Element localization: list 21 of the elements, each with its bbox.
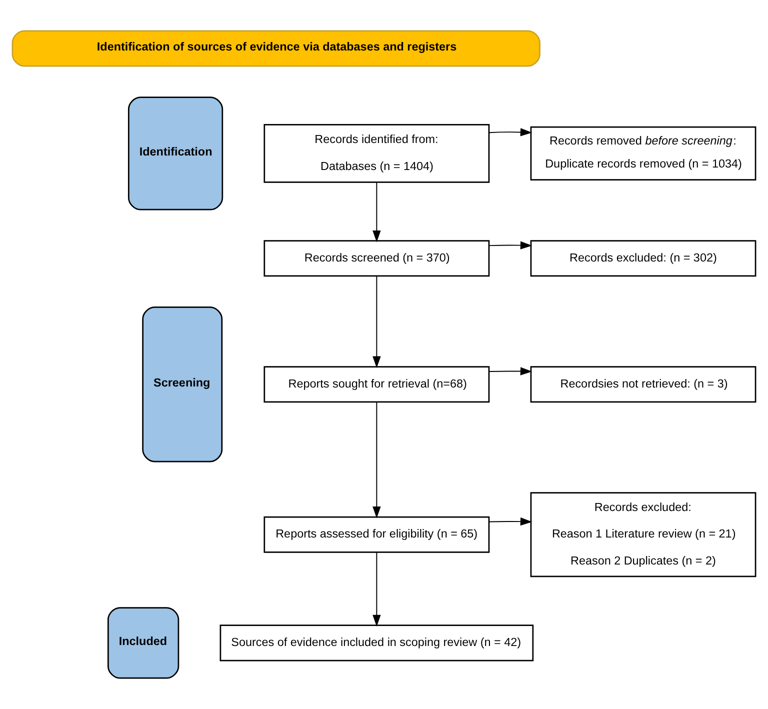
node-box: Reports assessed for eligibility (n = 65) (264, 516, 490, 553)
arrow (488, 367, 532, 376)
node-box: Records removed before screening: Duplicate records removed (n = 1034) (530, 126, 756, 180)
node-box: Reports sought for retrieval (n=68) (264, 366, 490, 403)
arrow (372, 552, 381, 627)
node-box: Identification (128, 96, 224, 210)
node-box: Records excluded: Reason 1 Literature review (n = 21) Reason 2 Duplicates (n = 2) (530, 492, 756, 578)
node-box: Records screened (n = 370) (264, 240, 490, 277)
node-box: Records excluded: (n = 302) (530, 240, 756, 277)
arrow (372, 276, 381, 368)
node-box: Recordsies not retrieved: (n = 3) (530, 366, 756, 403)
arrow (488, 517, 532, 526)
arrow (372, 402, 381, 518)
node-box: Sources of evidence included in scoping review (n = 42) (220, 624, 534, 662)
node-box: Screening (142, 306, 223, 462)
arrow (372, 182, 381, 242)
arrow (488, 241, 532, 250)
node-box: Identification of sources of evidence via databases and registers (12, 30, 540, 67)
node-box: Records identified from: Databases (n = 1404) (264, 124, 490, 183)
arrow (488, 128, 532, 136)
node-box: Included (107, 607, 180, 679)
